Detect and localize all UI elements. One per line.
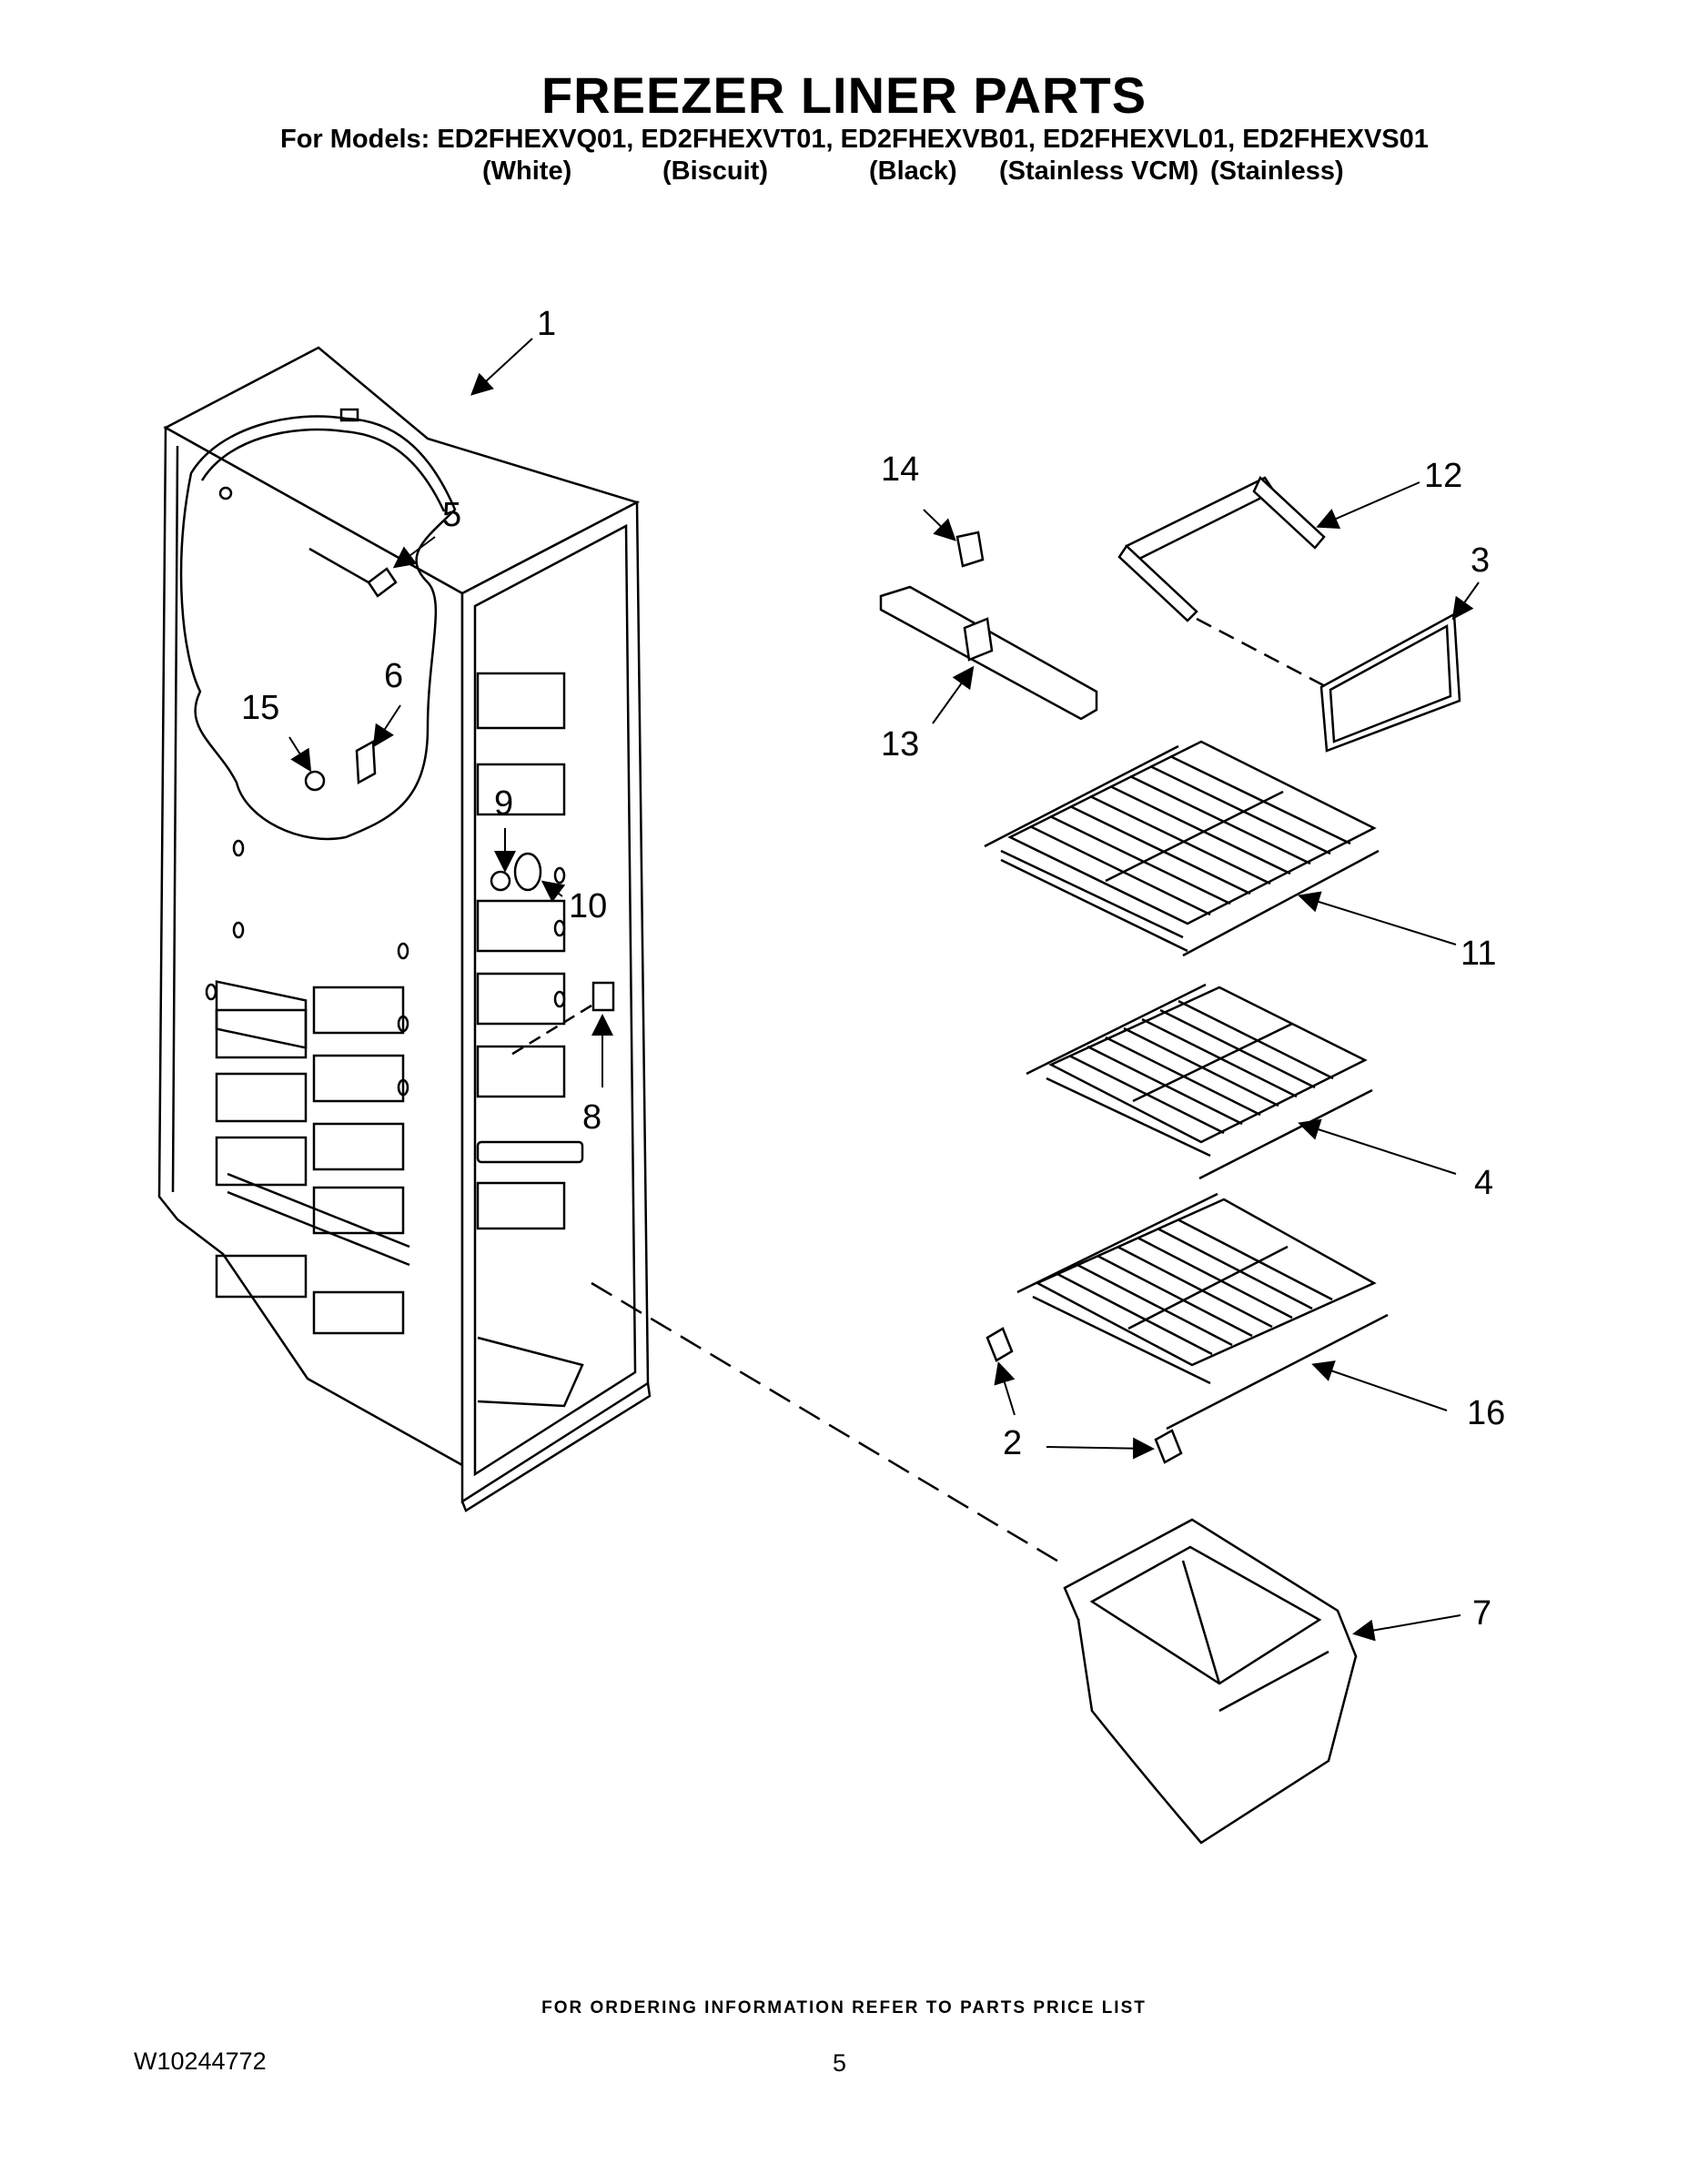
part-11-wire-shelf-drawing (984, 740, 1380, 957)
part-12-frame-drawing (1117, 475, 1326, 622)
callout-leaders (288, 338, 1480, 1642)
part-3-shelf-glass-drawing (1319, 612, 1461, 753)
callout-3: 3 (1471, 541, 1490, 580)
callout-4: 4 (1474, 1164, 1493, 1202)
part-14-screw-drawing (955, 531, 985, 568)
page-title: FREEZER LINER PARTS (541, 66, 1147, 124)
part-2-shelf-end-caps-drawing (986, 1327, 1183, 1464)
page-number: 5 (833, 2049, 847, 2077)
callout-14: 14 (881, 450, 919, 489)
part-4-wire-shelf-drawing (1026, 983, 1373, 1180)
part-16-wire-shelf-drawing (1016, 1192, 1389, 1431)
color-label-biscuit: (Biscuit) (662, 157, 768, 186)
color-label-stainless-vcm: (Stainless VCM) (999, 157, 1199, 186)
callout-5: 5 (442, 496, 461, 534)
callout-8: 8 (582, 1098, 601, 1137)
callout-1: 1 (537, 305, 556, 343)
callout-11: 11 (1461, 935, 1496, 973)
part-6-clip-drawing (355, 739, 377, 785)
callout-10: 10 (569, 887, 607, 925)
color-label-white: (White) (482, 157, 572, 186)
callout-15: 15 (241, 689, 279, 727)
ordering-info-note: FOR ORDERING INFORMATION REFER TO PARTS … (541, 1998, 1147, 2017)
callout-7: 7 (1472, 1594, 1491, 1633)
part-15-screw-drawing (304, 770, 326, 792)
part-5-bracket-drawing (308, 547, 398, 598)
part-8-bracket-drawing (509, 981, 615, 1057)
callout-16: 16 (1467, 1394, 1505, 1432)
callout-12: 12 (1424, 457, 1462, 495)
callout-6: 6 (384, 657, 403, 695)
callout-13: 13 (881, 725, 919, 763)
callout-2: 2 (1003, 1424, 1022, 1462)
part-7-freezer-bin-drawing (1063, 1518, 1358, 1845)
models-line: For Models: ED2FHEXVQ01, ED2FHEXVT01, ED… (280, 125, 1429, 154)
callout-9: 9 (494, 784, 513, 823)
document-number: W10244772 (134, 2048, 267, 2075)
color-label-stainless: (Stainless) (1210, 157, 1344, 186)
freezer-liner-drawing (157, 346, 652, 1512)
part-13-bracket-drawing (879, 585, 1098, 721)
color-label-black: (Black) (869, 157, 957, 186)
